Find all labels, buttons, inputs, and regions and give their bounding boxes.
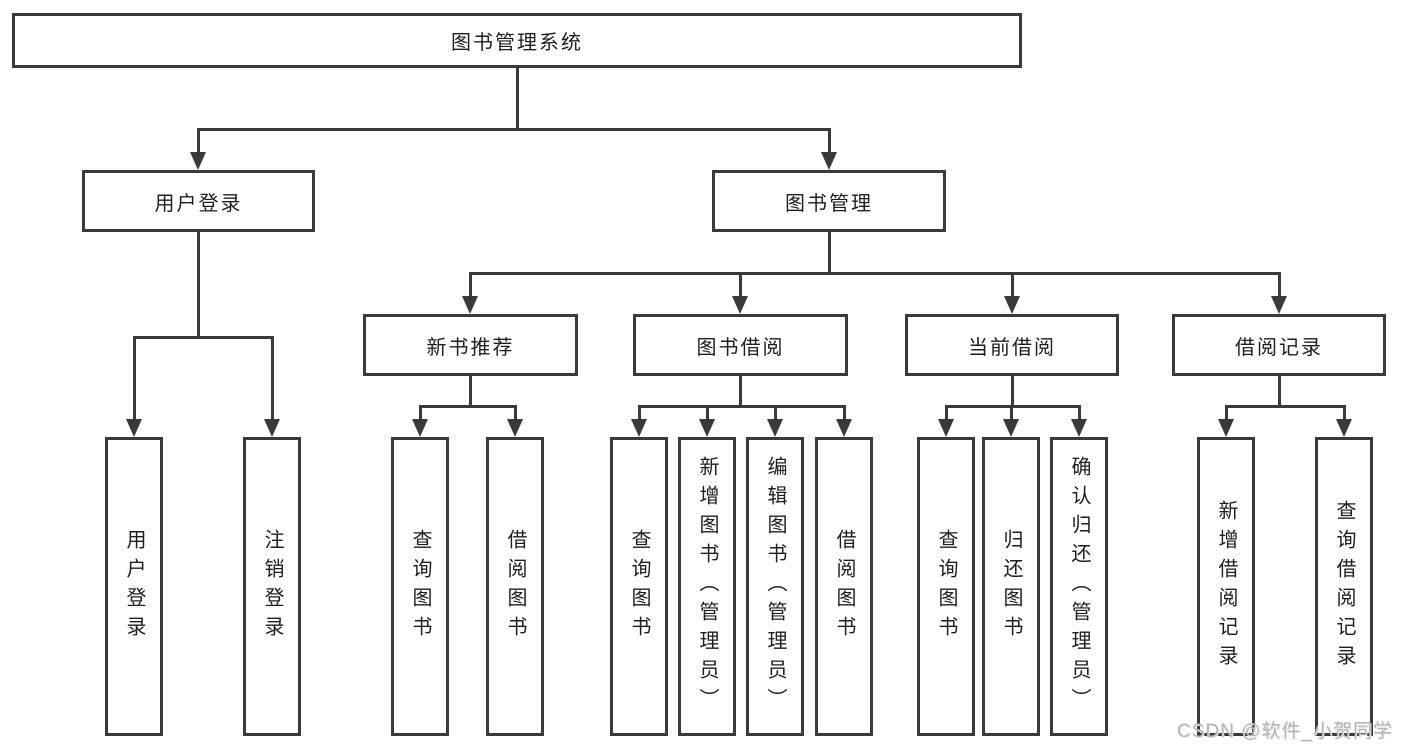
- connector-line: [468, 272, 472, 302]
- node-label: 确认归还（管理员）: [1068, 456, 1090, 717]
- connector-line: [827, 232, 831, 275]
- arrow-down-icon: [821, 152, 837, 170]
- node-user-login: 用户登录: [82, 170, 315, 232]
- node-label: 图书借阅: [696, 336, 785, 359]
- connector-line: [418, 405, 422, 425]
- connector-line: [132, 336, 274, 339]
- connector-line: [842, 405, 846, 425]
- connector-line: [1277, 376, 1281, 408]
- leaf-return-books: 归还图书: [982, 437, 1040, 736]
- node-label: 新增借阅记录: [1215, 499, 1237, 674]
- arrow-down-icon: [1336, 419, 1352, 437]
- arrow-down-icon: [190, 152, 206, 170]
- arrow-down-icon: [938, 419, 954, 437]
- csdn-watermark: CSDN @软件_小贺同学: [1177, 721, 1393, 742]
- connector-line: [468, 376, 472, 408]
- node-label: 编辑图书（管理员）: [764, 456, 786, 717]
- connector-line: [1277, 272, 1281, 302]
- connector-line: [1009, 405, 1013, 425]
- arrow-down-icon: [264, 419, 280, 437]
- arrow-down-icon: [1271, 296, 1287, 314]
- connector-line: [1224, 405, 1346, 408]
- connector-line: [513, 405, 517, 425]
- node-label: 归还图书: [1000, 528, 1022, 645]
- node-borrowing-records: 借阅记录: [1172, 314, 1386, 376]
- arrow-down-icon: [732, 296, 748, 314]
- node-library-management-system: 图书管理系统: [12, 13, 1022, 68]
- arrow-down-icon: [126, 419, 142, 437]
- leaf-add-borrow-record: 新增借阅记录: [1197, 437, 1255, 736]
- leaf-logout: 注销登录: [243, 437, 301, 736]
- connector-line: [738, 272, 742, 302]
- connector-line: [468, 272, 1281, 275]
- arrow-down-icon: [699, 419, 715, 437]
- leaf-borrow-books-recommend: 借阅图书: [486, 437, 544, 736]
- node-label: 用户登录: [154, 192, 243, 215]
- connector-line: [773, 405, 777, 425]
- node-label: 新书推荐: [426, 336, 515, 359]
- node-label: 借阅图书: [504, 528, 526, 645]
- connector-line: [270, 336, 274, 425]
- connector-line: [705, 405, 709, 425]
- connector-line: [515, 68, 519, 131]
- connector-line: [827, 128, 831, 158]
- arrow-down-icon: [1071, 419, 1087, 437]
- arrow-down-icon: [1218, 419, 1234, 437]
- node-current-borrowing: 当前借阅: [905, 314, 1119, 376]
- connector-line: [196, 128, 831, 131]
- leaf-borrow-books: 借阅图书: [815, 437, 873, 736]
- arrow-down-icon: [767, 419, 783, 437]
- leaf-query-books-recommend: 查询图书: [391, 437, 449, 736]
- node-label: 查询借阅记录: [1333, 499, 1355, 674]
- leaf-user-login: 用户登录: [105, 437, 163, 736]
- node-label: 图书管理: [785, 192, 873, 215]
- node-label: 新增图书（管理员）: [696, 456, 718, 717]
- leaf-query-books-borrowing: 查询图书: [610, 437, 668, 736]
- connector-line: [637, 405, 641, 425]
- arrow-down-icon: [836, 419, 852, 437]
- node-label: 查询图书: [628, 528, 650, 645]
- connector-line: [132, 336, 136, 425]
- node-label: 用户登录: [123, 528, 145, 645]
- node-label: 当前借阅: [968, 336, 1056, 359]
- node-book-borrowing: 图书借阅: [633, 314, 848, 376]
- arrow-down-icon: [1004, 296, 1020, 314]
- connector-line: [196, 232, 200, 339]
- leaf-edit-books-admin: 编辑图书（管理员）: [746, 437, 804, 736]
- node-label: 借阅记录: [1235, 336, 1323, 359]
- leaf-confirm-return-admin: 确认归还（管理员）: [1050, 437, 1108, 736]
- node-book-management: 图书管理: [712, 170, 946, 232]
- leaf-query-borrow-record: 查询借阅记录: [1315, 437, 1373, 736]
- node-label: 图书管理系统: [451, 32, 583, 54]
- node-label: 查询图书: [409, 528, 431, 645]
- connector-line: [418, 405, 517, 408]
- node-label: 查询图书: [935, 528, 957, 645]
- node-label: 借阅图书: [833, 528, 855, 645]
- node-label: 注销登录: [261, 528, 283, 645]
- leaf-query-books-current: 查询图书: [917, 437, 975, 736]
- arrow-down-icon: [631, 419, 647, 437]
- arrow-down-icon: [412, 419, 428, 437]
- connector-line: [637, 405, 846, 408]
- arrow-down-icon: [507, 419, 523, 437]
- arrow-down-icon: [1003, 419, 1019, 437]
- connector-line: [944, 405, 948, 425]
- connector-line: [1010, 272, 1014, 302]
- connector-line: [1010, 376, 1014, 408]
- leaf-add-books-admin: 新增图书（管理员）: [678, 437, 736, 736]
- connector-line: [944, 405, 1081, 408]
- connector-line: [738, 376, 742, 408]
- connector-line: [1342, 405, 1346, 425]
- connector-line: [196, 128, 200, 158]
- arrow-down-icon: [462, 296, 478, 314]
- connector-line: [1224, 405, 1228, 425]
- node-new-book-recommendation: 新书推荐: [363, 314, 578, 376]
- connector-line: [1077, 405, 1081, 425]
